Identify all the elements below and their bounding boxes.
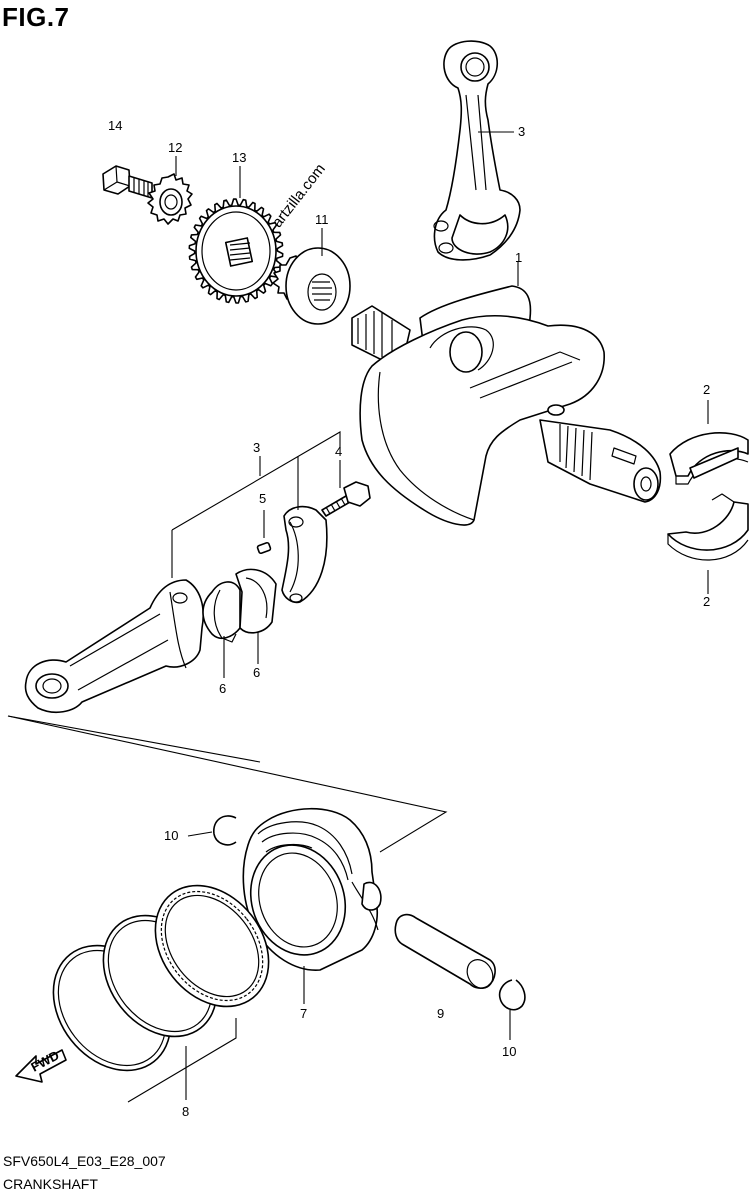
- callout-2-lower: 2: [703, 594, 710, 609]
- drawing-code: SFV650L4_E03_E28_007: [3, 1153, 166, 1169]
- part-8-piston-rings[interactable]: [29, 863, 292, 1093]
- callout-11: 11: [315, 212, 329, 227]
- part-1-crankshaft[interactable]: [351, 285, 662, 526]
- callout-13: 13: [232, 150, 246, 165]
- part-3-connecting-rod-top[interactable]: [433, 40, 521, 261]
- part-12-gear[interactable]: [147, 173, 193, 225]
- callout-14: 14: [108, 118, 122, 133]
- part-6-bearing-left[interactable]: [202, 581, 241, 643]
- callout-12: 12: [168, 140, 182, 155]
- leader-lines: [175, 131, 709, 1100]
- part-2-bearing-lower[interactable]: [667, 493, 749, 561]
- part-10-circlip-bottom[interactable]: [498, 979, 526, 1011]
- callout-8: 8: [182, 1104, 189, 1119]
- part-7-piston[interactable]: [236, 807, 382, 971]
- callout-3-bottom: 3: [253, 440, 260, 455]
- callout-labels: 3 1 2 2 14 12 13 11 3 5 4 6 6 10 7 9 10 …: [108, 118, 710, 1119]
- callout-10-bottom: 10: [502, 1044, 516, 1059]
- assembly-bracket-lines: [7, 431, 448, 1103]
- callout-1: 1: [515, 250, 522, 265]
- callout-2-upper: 2: [703, 382, 710, 397]
- caption: CRANKSHAFT: [3, 1176, 98, 1192]
- callout-6-right: 6: [253, 665, 260, 680]
- part-9-piston-pin[interactable]: [394, 913, 498, 993]
- part-5-pin[interactable]: [256, 541, 272, 555]
- callout-4: 4: [335, 444, 342, 459]
- callout-10-top: 10: [164, 828, 178, 843]
- part-10-circlip-top[interactable]: [213, 815, 237, 846]
- part-13-gear[interactable]: [188, 198, 284, 304]
- callout-9: 9: [437, 1006, 444, 1021]
- callout-3-top: 3: [518, 124, 525, 139]
- fwd-arrow-icon: FWD: [15, 1048, 67, 1083]
- figure-title: FIG.7: [2, 2, 70, 32]
- part-4-bolt[interactable]: [321, 481, 371, 517]
- callout-7: 7: [300, 1006, 307, 1021]
- callout-5: 5: [259, 491, 266, 506]
- part-2-bearing-upper[interactable]: [669, 432, 749, 485]
- part-3-connecting-rod-bottom[interactable]: [24, 505, 328, 714]
- part-14-bolt[interactable]: [102, 165, 153, 199]
- part-11-washer[interactable]: [272, 247, 351, 325]
- part-6-bearing-right[interactable]: [235, 568, 277, 634]
- callout-6-left: 6: [219, 681, 226, 696]
